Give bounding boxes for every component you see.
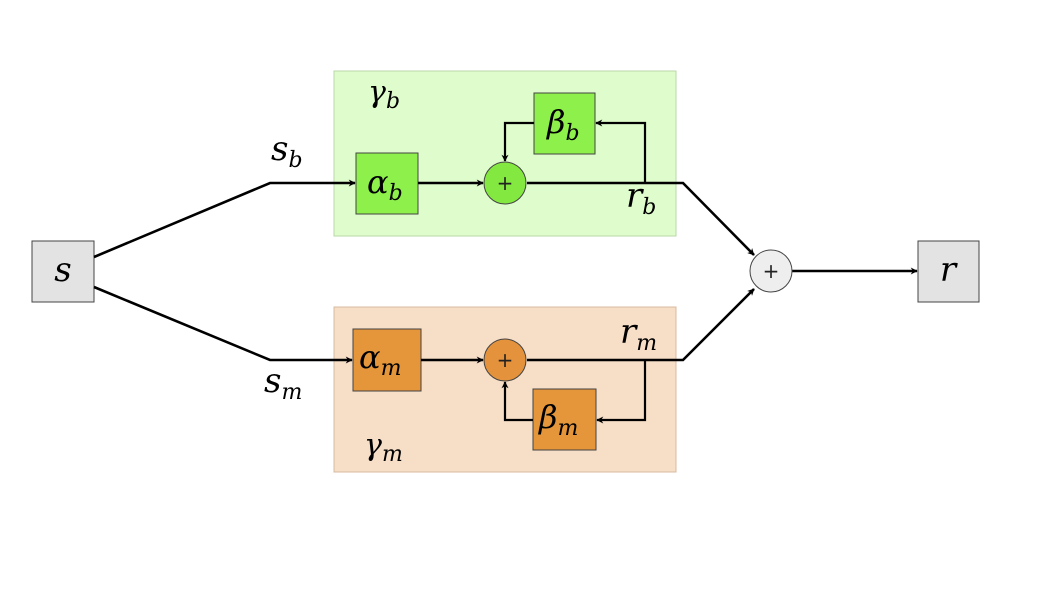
output-block — [917, 240, 980, 303]
alpha-b-block — [355, 152, 419, 215]
alpha-m-block — [352, 328, 422, 392]
input-label: s — [54, 250, 71, 290]
alpha-b-label: αb — [367, 163, 403, 206]
edge-s-to-alpha-m — [93, 285, 353, 364]
edge-s-to-alpha-b — [93, 179, 356, 259]
edge-beta-b-to-sum-b — [501, 121, 534, 162]
sum-out-symbol: + — [763, 259, 780, 283]
sum-out-node — [749, 249, 793, 293]
output-label: r — [940, 250, 958, 290]
input-block — [31, 240, 95, 303]
alpha-m-label: αm — [359, 338, 401, 381]
edge-label-s-m: sm — [264, 361, 302, 405]
edge-rm-to-beta-m — [596, 360, 647, 424]
edge-label-s-b: sb — [271, 129, 303, 173]
sum-b-symbol: + — [497, 171, 514, 195]
edge-sum-m-to-sum-out — [527, 288, 755, 362]
edge-label-r-b: rb — [626, 176, 656, 220]
edge-beta-m-to-sum-m — [501, 381, 533, 422]
gamma-m-label: γm — [364, 428, 403, 467]
sum-b-node — [483, 161, 527, 205]
edge-rb-to-beta-b — [595, 119, 647, 183]
edge-sum-b-to-sum-out — [527, 181, 755, 256]
beta-m-label: βm — [538, 398, 578, 441]
sum-m-symbol: + — [497, 348, 514, 372]
beta-b-label: βb — [546, 103, 580, 146]
sum-m-node — [483, 338, 527, 382]
gamma-b-label: γb — [368, 75, 400, 114]
edge-label-r-m: rm — [620, 312, 657, 356]
